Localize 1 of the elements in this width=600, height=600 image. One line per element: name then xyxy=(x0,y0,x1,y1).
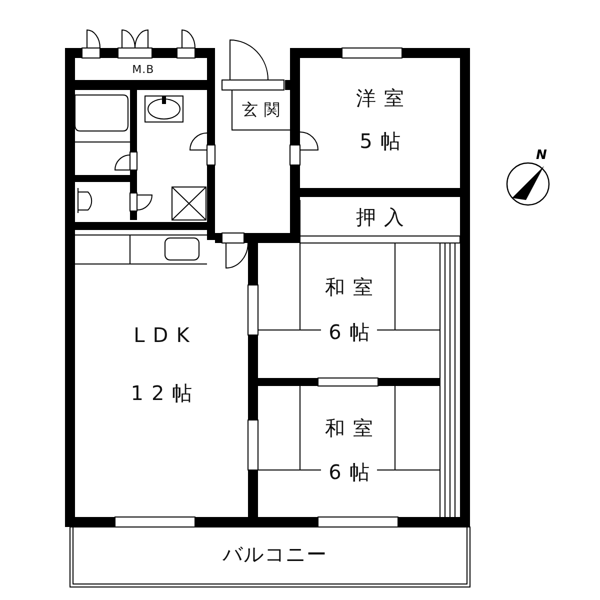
compass-north-label: N xyxy=(536,148,547,163)
